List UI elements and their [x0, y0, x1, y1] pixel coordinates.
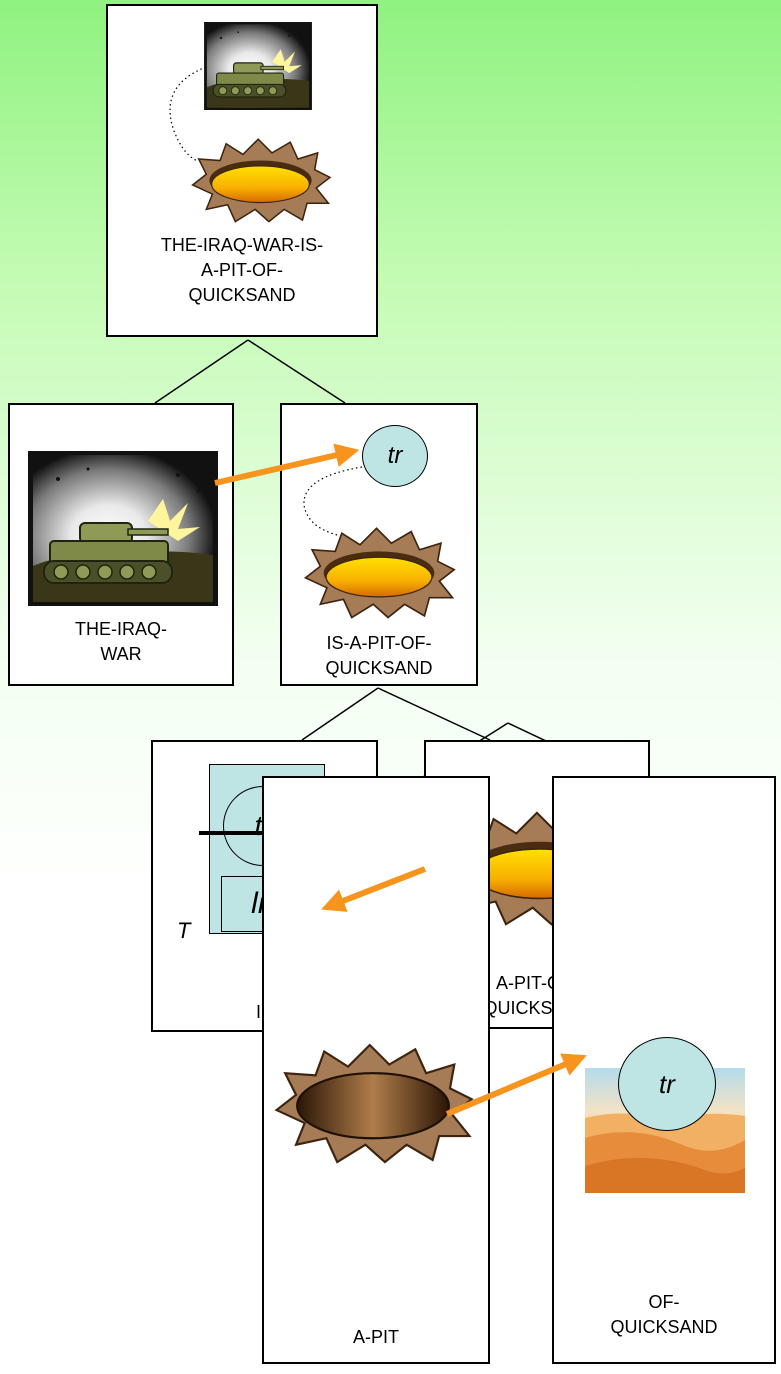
tank-icon [28, 451, 218, 606]
node-a-pit: A-PIT [262, 776, 490, 1364]
tank-icon [204, 22, 312, 110]
node-iraq-war: THE-IRAQ- WAR [8, 403, 234, 686]
node-is-a-pit-label: IS-A-PIT-OF- QUICKSAND [325, 633, 433, 678]
circle-icon: tr [618, 1037, 716, 1131]
node-a-pit-label: A-PIT [352, 1327, 399, 1347]
pit-icon [188, 136, 333, 224]
pit-icon [299, 525, 459, 620]
node-root: THE-IRAQ-WAR-IS- A-PIT-OF- QUICKSAND [106, 4, 378, 337]
node-root-label: THE-IRAQ-WAR-IS- A-PIT-OF- QUICKSAND [160, 235, 324, 305]
time-axis-label: T [177, 918, 191, 943]
node-of-quicksand-label: OF- QUICKSAND [610, 1292, 718, 1337]
node-is-a-pit: tr IS-A-PIT-OF- QUICKSAND [280, 403, 478, 686]
node-of-quicksand: tr OF- QUICKSAND [552, 776, 776, 1364]
node-iraq-war-label: THE-IRAQ- WAR [75, 619, 167, 664]
pit-icon [270, 1038, 476, 1168]
circle-icon: tr [362, 425, 428, 487]
